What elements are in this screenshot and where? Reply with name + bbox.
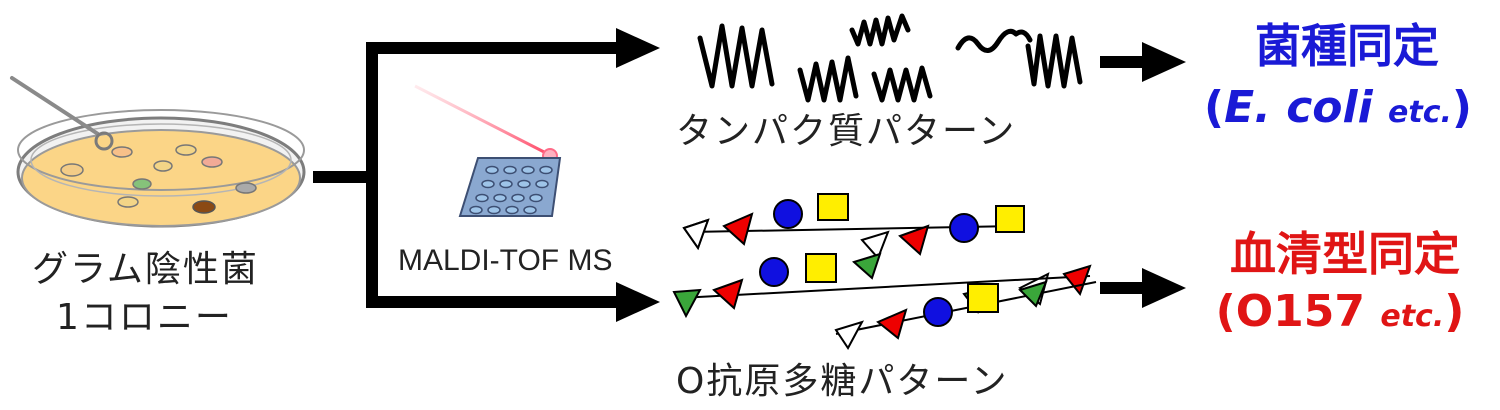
o-antigen-chains xyxy=(672,193,1097,350)
species-close-paren: ) xyxy=(1451,82,1472,133)
serotype-code: O157 xyxy=(1235,286,1366,337)
sugar-blue-circle xyxy=(773,199,803,229)
serotype-etc: etc. xyxy=(1380,299,1445,334)
sugar-white-triangle xyxy=(682,218,710,251)
species-etc: etc. xyxy=(1388,95,1452,130)
serotype-close-paren: ) xyxy=(1444,286,1465,337)
instrument-label: MALDI-TOF MS xyxy=(398,244,613,277)
result-arrows xyxy=(1100,42,1186,308)
serotype-open-paren: ( xyxy=(1215,286,1236,337)
antigen-pattern-label: O抗原多糖パターン xyxy=(676,361,1009,402)
sugar-red-triangle xyxy=(722,212,754,246)
maldi-plate-icon xyxy=(414,84,562,217)
species-organism: E. coli xyxy=(1224,82,1373,133)
protein-pattern-squiggles xyxy=(697,13,1083,103)
species-example: (E. coli etc.) xyxy=(1178,82,1498,133)
species-identification-title: 菌種同定 xyxy=(1255,19,1439,73)
serotype-example: (O157 etc.) xyxy=(1190,286,1490,337)
serotype-identification-title: 血清型同定 xyxy=(1230,227,1460,281)
colony-label-line1: グラム陰性菌 xyxy=(32,249,259,290)
colony-label-line2: 1コロニー xyxy=(56,297,233,338)
protein-pattern-label: タンパク質パターン xyxy=(676,111,1017,152)
sugar-yellow-square xyxy=(817,193,849,221)
petri-dish-icon xyxy=(10,76,306,228)
branch-arrows xyxy=(313,28,660,322)
species-open-paren: ( xyxy=(1204,82,1225,133)
